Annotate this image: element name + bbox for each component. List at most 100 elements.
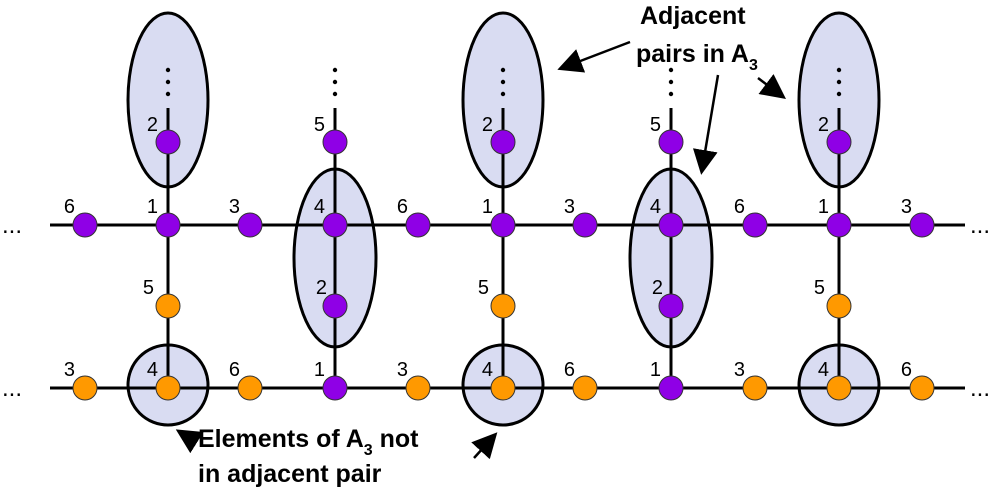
top-node-5	[658, 129, 684, 155]
top-node-2	[826, 129, 852, 155]
upper-row-label: 1	[818, 196, 829, 218]
lower-row-node	[72, 375, 98, 401]
mid-node-label: 2	[652, 277, 663, 299]
continuation-dot	[332, 67, 338, 73]
node-labels: 6 1 3 4 6 1 3 4 6 1 3 3 4 6 1 3 4 6 1 3 4 6 2 5 2 5 2 5 5 2 5 2	[64, 114, 912, 381]
upper-row-label: 4	[314, 196, 325, 218]
continuation-dot	[836, 67, 842, 73]
top-node-label: 2	[147, 114, 158, 136]
left-lower-ellipsis: ...	[2, 375, 22, 402]
mid-node-2	[658, 293, 684, 319]
upper-row-node	[322, 212, 348, 238]
lower-row-label: 1	[650, 359, 661, 381]
top-node-5	[322, 129, 348, 155]
arrow-to-circle-2	[471, 432, 498, 460]
left-upper-ellipsis: ...	[2, 212, 22, 239]
continuation-dot	[165, 67, 171, 73]
upper-row-label: 1	[482, 196, 493, 218]
mid-node-label: 2	[316, 277, 327, 299]
continuation-dot	[332, 91, 338, 97]
arrow-to-circle-1	[175, 429, 204, 454]
elements-not-paired-subscript: 3	[364, 442, 373, 459]
upper-row-label: 6	[64, 196, 75, 218]
continuation-dot	[836, 79, 842, 85]
upper-row-node	[909, 212, 935, 238]
adjacent-pairs-title: Adjacent	[640, 2, 746, 30]
continuation-dot	[500, 67, 506, 73]
upper-row-node	[237, 212, 263, 238]
continuation-dot	[500, 79, 506, 85]
upper-row-node	[658, 212, 684, 238]
lower-row-label: 3	[397, 359, 408, 381]
elements-not-paired-line2: in adjacent pair	[198, 460, 382, 488]
continuation-dot	[332, 79, 338, 85]
elements-not-paired-suffix: not	[373, 425, 419, 453]
upper-row-node	[490, 212, 516, 238]
lower-row-node	[572, 375, 598, 401]
lower-row-node	[742, 375, 768, 401]
elements-not-paired-line1: Elements of A3 not	[198, 425, 419, 459]
upper-row-label: 3	[229, 196, 240, 218]
lower-row-node	[405, 375, 431, 401]
arrow-to-ellipse-5	[757, 74, 786, 99]
lower-row-label: 1	[314, 359, 325, 381]
lower-row-label: 3	[734, 359, 745, 381]
mid-node-5	[155, 293, 181, 319]
top-node-label: 2	[482, 114, 493, 136]
mid-node-2	[322, 293, 348, 319]
top-node-2	[155, 129, 181, 155]
vertical-continuation-dots	[165, 67, 842, 97]
lower-row-node	[490, 375, 516, 401]
upper-row-label: 4	[650, 196, 661, 218]
top-node-label: 2	[818, 114, 829, 136]
lower-row-node	[826, 375, 852, 401]
lower-row-node	[909, 375, 935, 401]
arrow-to-ellipse-3	[557, 40, 631, 73]
upper-row-node	[155, 212, 181, 238]
upper-row-node	[572, 212, 598, 238]
continuation-dot	[165, 79, 171, 85]
arrow-to-ellipse-4	[692, 74, 720, 175]
adjacent-pairs-text: pairs in A	[636, 40, 749, 68]
upper-row-label: 6	[397, 196, 408, 218]
lower-row-label: 6	[901, 359, 912, 381]
top-node-label: 5	[650, 114, 661, 136]
upper-row-node	[405, 212, 431, 238]
adjacent-pairs-subtitle: pairs in A3	[636, 40, 758, 74]
continuation-dot	[668, 91, 674, 97]
mid-node-label: 5	[814, 277, 825, 299]
graph-nodes	[72, 129, 935, 401]
top-node-2	[490, 129, 516, 155]
lower-row-label: 6	[564, 359, 575, 381]
lower-row-label: 4	[482, 359, 493, 381]
adjacent-pairs-subscript: 3	[749, 57, 758, 74]
continuation-dot	[668, 67, 674, 73]
mid-node-label: 5	[143, 277, 154, 299]
upper-row-label: 3	[901, 196, 912, 218]
right-lower-ellipsis: ...	[970, 375, 990, 402]
upper-row-label: 6	[734, 196, 745, 218]
lower-row-node	[658, 375, 684, 401]
lower-row-node	[322, 375, 348, 401]
upper-row-label: 3	[564, 196, 575, 218]
right-upper-ellipsis: ...	[970, 212, 990, 239]
continuation-dot	[165, 91, 171, 97]
lower-row-label: 3	[64, 359, 75, 381]
lower-row-node	[155, 375, 181, 401]
mid-node-label: 5	[478, 277, 489, 299]
lower-row-node	[237, 375, 263, 401]
lower-row-label: 6	[229, 359, 240, 381]
elements-not-paired-text: Elements of A	[198, 425, 364, 453]
upper-row-node	[72, 212, 98, 238]
upper-row-node	[742, 212, 768, 238]
continuation-dot	[836, 91, 842, 97]
upper-row-node	[826, 212, 852, 238]
mid-node-5	[490, 293, 516, 319]
lower-row-label: 4	[147, 359, 158, 381]
continuation-dot	[668, 79, 674, 85]
top-node-label: 5	[314, 114, 325, 136]
mid-node-5	[826, 293, 852, 319]
lower-row-label: 4	[818, 359, 829, 381]
upper-row-label: 1	[147, 196, 158, 218]
